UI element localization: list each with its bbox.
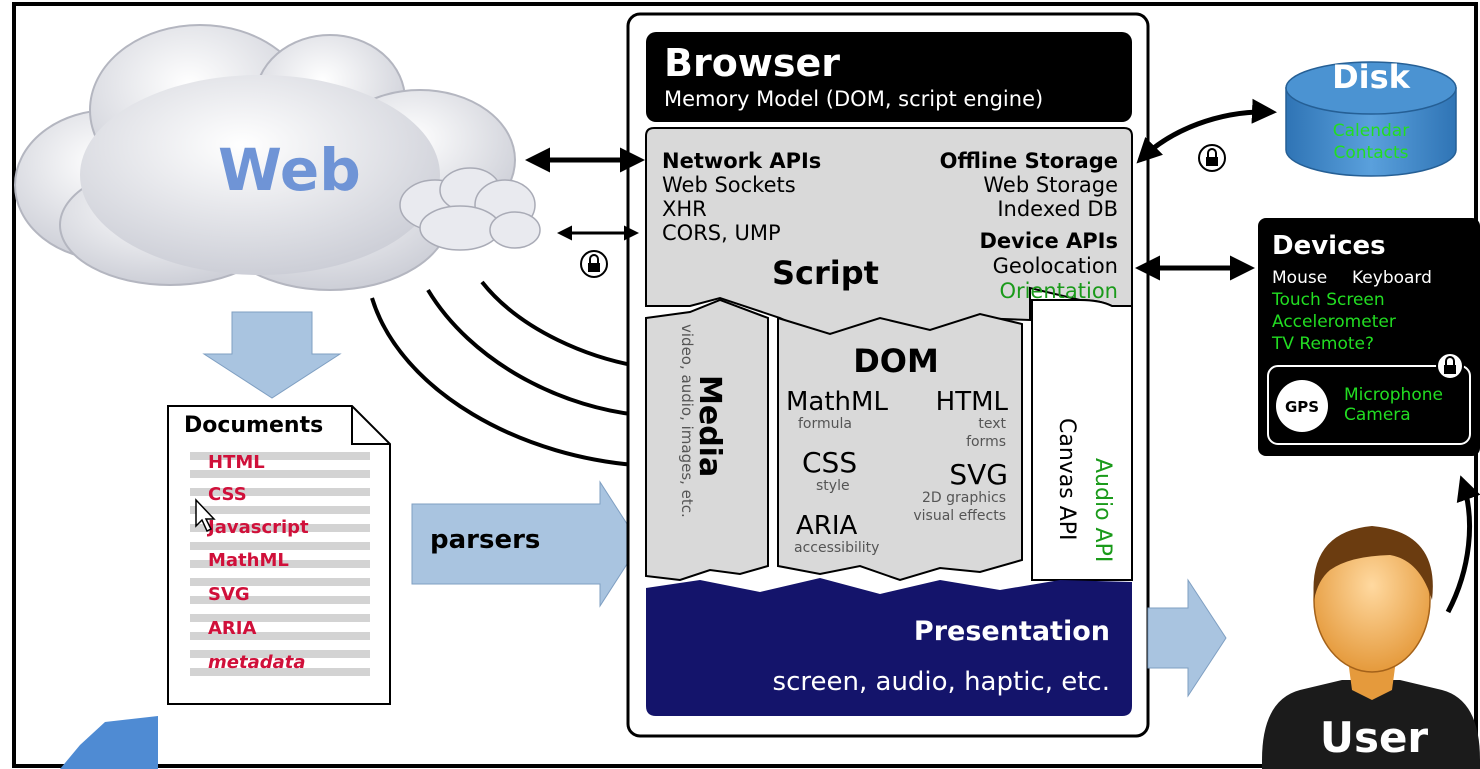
- devices-box: Devices Mouse Keyboard Touch Screen Acce…: [1258, 218, 1480, 456]
- presentation-title: Presentation: [914, 616, 1110, 647]
- doc-item-html: HTML: [208, 452, 265, 473]
- script-title: Script: [772, 254, 879, 292]
- web-cloud: Web: [14, 24, 541, 291]
- disk-title: Disk: [1332, 58, 1411, 96]
- offline-storage-title: Offline Storage: [940, 149, 1118, 173]
- devices-mouse: Mouse: [1272, 268, 1327, 288]
- web-to-media-arrows: [370, 280, 654, 476]
- dom-panel: [777, 312, 1023, 582]
- browser-subtitle: Memory Model (DOM, script engine): [664, 87, 1043, 111]
- documents-page: Documents HTML CSS Javascript MathML SVG…: [167, 405, 391, 705]
- dom-svg: SVG: [949, 458, 1008, 491]
- devices-microphone: Microphone: [1344, 385, 1443, 405]
- offline-item-indexeddb: Indexed DB: [997, 197, 1118, 221]
- dom-aria-sub: accessibility: [794, 540, 879, 556]
- dom-title: DOM: [853, 342, 939, 380]
- devices-keyboard: Keyboard: [1352, 268, 1432, 288]
- network-item-xhr: XHR: [662, 197, 707, 221]
- dom-mathml: MathML: [786, 387, 888, 417]
- offline-item-webstorage: Web Storage: [983, 173, 1118, 197]
- network-apis-title: Network APIs: [662, 149, 821, 173]
- documents-title: Documents: [184, 413, 323, 438]
- parsers-label: parsers: [430, 525, 540, 555]
- network-item-websockets: Web Sockets: [662, 173, 796, 197]
- user-avatar: User: [1262, 526, 1480, 769]
- dom-html-sub2: forms: [966, 434, 1006, 450]
- media-panel: [645, 298, 769, 582]
- dom-css-sub: style: [816, 478, 850, 494]
- canvas-audio-panel: [1031, 299, 1133, 581]
- parsers-arrow: [411, 480, 641, 608]
- dom-svg-sub1: 2D graphics: [922, 490, 1006, 506]
- devices-title: Devices: [1272, 231, 1386, 261]
- device-item-orientation: Orientation: [999, 279, 1118, 303]
- doc-item-javascript: Javascript: [206, 517, 309, 538]
- devices-touch: Touch Screen: [1271, 290, 1385, 310]
- presentation-panel: [646, 578, 1132, 716]
- dom-aria: ARIA: [796, 511, 858, 541]
- web-browser-arrows: [525, 147, 645, 241]
- device-apis-title: Device APIs: [979, 229, 1118, 253]
- dom-css: CSS: [802, 446, 857, 479]
- canvas-api-label: Canvas API: [1054, 418, 1079, 541]
- browser-disk-arrow: [1136, 98, 1277, 164]
- dom-svg-sub2: visual effects: [913, 508, 1006, 524]
- user-label: User: [1320, 713, 1429, 762]
- devices-gps: GPS: [1285, 398, 1319, 416]
- media-title: Media: [692, 375, 727, 477]
- presentation-user-arrow: [1147, 578, 1227, 698]
- browser-title: Browser: [664, 41, 840, 85]
- audio-api-label: Audio API: [1090, 458, 1115, 562]
- dom-mathml-sub: formula: [798, 416, 852, 432]
- doc-item-mathml: MathML: [208, 550, 289, 571]
- disk-item-calendar: Calendar: [1333, 121, 1409, 141]
- devices-accelerometer: Accelerometer: [1272, 312, 1396, 332]
- media-sub: video, audio, images, etc.: [678, 324, 696, 518]
- lock-icon: [1436, 352, 1464, 380]
- doc-item-svg: SVG: [208, 584, 250, 605]
- user-devices-arrow: [1445, 475, 1480, 614]
- network-item-cors: CORS, UMP: [662, 221, 781, 245]
- doc-item-aria: ARIA: [208, 618, 256, 639]
- dom-html: HTML: [936, 387, 1009, 417]
- doc-item-metadata: metadata: [208, 652, 306, 673]
- cursor-icon: [195, 498, 216, 533]
- web-title: Web: [218, 136, 361, 204]
- cursor-arrow-icon: [60, 716, 158, 769]
- devices-tvremote: TV Remote?: [1271, 334, 1374, 354]
- down-arrow: [202, 311, 342, 399]
- lock-icon: [580, 250, 608, 278]
- disk-item-contacts: Contacts: [1334, 143, 1409, 163]
- lock-icon: [1198, 144, 1226, 172]
- doc-item-css: CSS: [208, 484, 247, 505]
- disk-cylinder: Disk Calendar Contacts: [1285, 58, 1457, 177]
- presentation-sub: screen, audio, haptic, etc.: [773, 667, 1110, 697]
- device-item-geolocation: Geolocation: [993, 254, 1118, 278]
- dom-html-sub1: text: [978, 416, 1006, 432]
- devices-camera: Camera: [1344, 405, 1411, 425]
- browser-box: Browser Memory Model (DOM, script engine…: [626, 12, 1150, 738]
